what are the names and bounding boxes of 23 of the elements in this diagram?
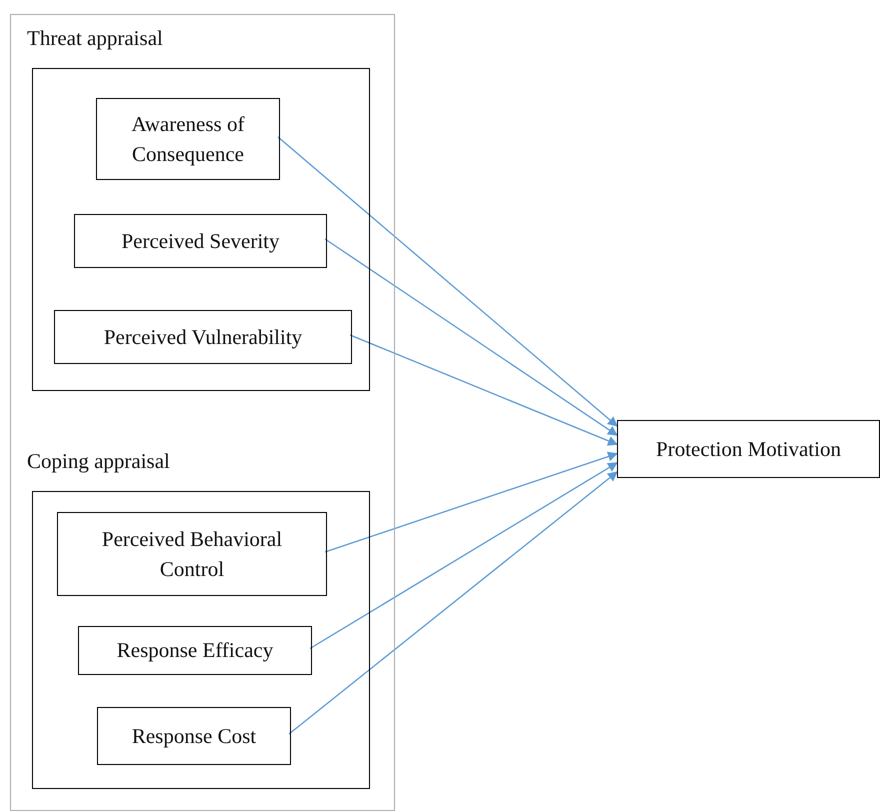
factor-label: Response Efficacy xyxy=(116,637,274,664)
arrow xyxy=(324,452,618,553)
factor-box xyxy=(96,98,280,180)
factor-box xyxy=(97,707,291,765)
factor-label: Protection Motivation xyxy=(655,436,842,463)
panel-frame xyxy=(10,14,395,811)
arrow xyxy=(350,334,618,446)
factor-box xyxy=(74,214,327,268)
factor-label: Response Cost xyxy=(130,722,258,750)
arrow xyxy=(278,136,618,427)
group-heading: Coping appraisal xyxy=(27,449,170,474)
group-heading: Threat appraisal xyxy=(27,26,163,51)
arrow xyxy=(324,238,618,436)
factor-box xyxy=(78,626,312,675)
factor-box xyxy=(54,310,352,364)
factor-label: Perceived Severity xyxy=(120,228,281,255)
factor-box xyxy=(617,420,880,478)
factor-label: Awareness of Consequence xyxy=(130,110,246,168)
factor-label: Perceived Vulnerability xyxy=(102,324,304,351)
factor-label: Perceived Behavioral Control xyxy=(100,526,284,583)
arrow xyxy=(310,462,618,650)
factor-box xyxy=(57,512,327,596)
arrow xyxy=(288,471,618,734)
